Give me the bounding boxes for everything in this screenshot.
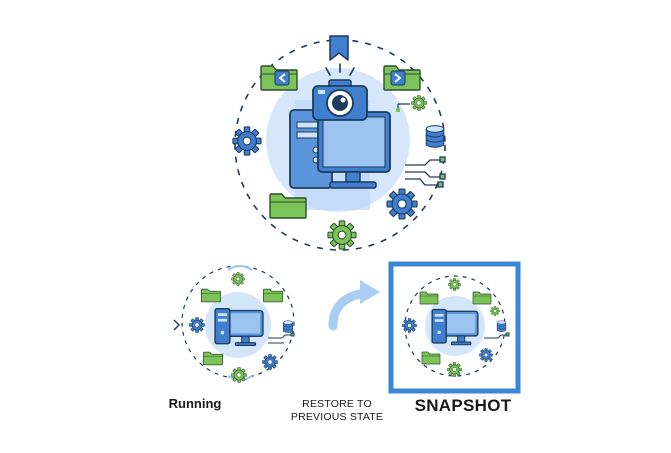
monitor-icon	[317, 111, 391, 189]
snapshot-caption: SNAPSHOT	[414, 396, 512, 415]
gear-icon	[231, 367, 247, 383]
running-caption: Running	[168, 396, 222, 411]
folder-icon	[269, 193, 307, 219]
folder-icon	[472, 291, 492, 305]
database-icon	[282, 320, 294, 333]
folder-icon	[419, 291, 439, 305]
gear-icon	[490, 306, 500, 316]
folder-icon	[421, 351, 441, 365]
gear-icon	[479, 348, 493, 362]
database-icon	[425, 125, 445, 148]
gear-icon	[447, 362, 462, 377]
folder-icon	[203, 351, 223, 366]
circuit-connector-icon	[484, 332, 510, 339]
gear-icon	[396, 95, 427, 112]
gear-icon	[262, 354, 278, 370]
snapshot-state-illustration	[388, 261, 521, 394]
folder-icon	[201, 288, 221, 303]
gear-icon	[232, 126, 262, 156]
gear-icon	[231, 272, 245, 286]
database-icon	[496, 320, 507, 332]
flash-lines	[325, 63, 355, 76]
gear-icon	[448, 278, 461, 291]
circuit-connector-icon	[268, 332, 295, 344]
restore-caption: RESTORE TO PREVIOUS STATE	[282, 398, 392, 424]
restore-arrow-icon	[328, 280, 380, 331]
restore-caption-line2: PREVIOUS STATE	[290, 411, 384, 423]
gear-icon	[402, 318, 417, 333]
gear-icon	[189, 317, 205, 333]
restore-caption-line1: RESTORE TO	[302, 398, 372, 410]
main-snapshot-illustration	[232, 35, 446, 251]
chevron-right-icon	[173, 319, 180, 331]
folder-back-icon	[260, 65, 298, 91]
camera-icon	[312, 79, 368, 121]
folder-icon	[263, 288, 283, 303]
bookmark-icon	[329, 35, 349, 61]
running-state-illustration	[173, 265, 295, 383]
motion-arc	[227, 265, 253, 271]
gear-icon	[327, 220, 357, 250]
folder-forward-icon	[383, 65, 421, 91]
circuit-connector-icon	[405, 156, 446, 188]
gear-icon	[386, 188, 418, 220]
